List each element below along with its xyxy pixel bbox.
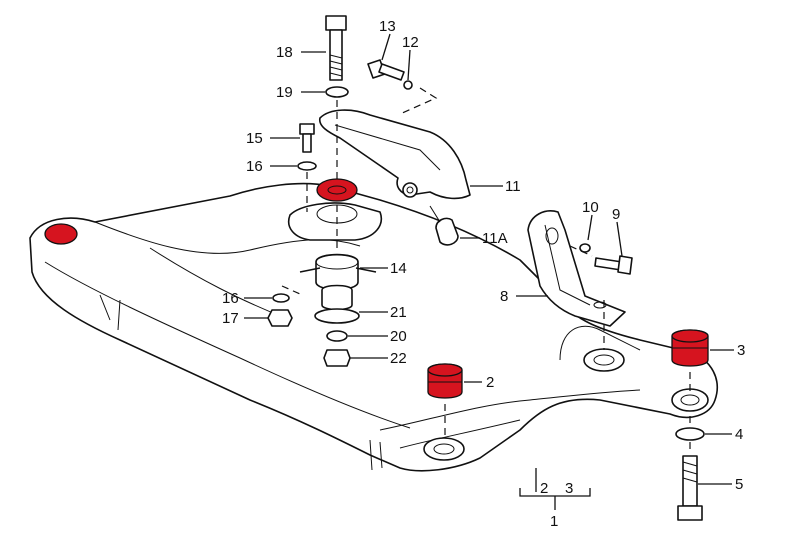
bolt-5	[677, 455, 703, 521]
washer-12	[403, 80, 413, 90]
nut-17	[267, 309, 293, 327]
bracket-bore	[402, 182, 418, 198]
subframe-socket-front	[423, 437, 465, 461]
callout-4: 4	[735, 426, 743, 443]
rubber-stop-11a	[435, 217, 459, 246]
bolt-9	[594, 255, 633, 275]
engine-mount-14	[288, 178, 382, 324]
callout-1-sub-3: 3	[565, 480, 573, 497]
callout-10: 10	[582, 199, 599, 216]
subframe-socket-mid	[583, 348, 625, 372]
callout-11: 11	[505, 178, 521, 195]
bolt-15	[299, 123, 315, 153]
subframe-socket-rear	[671, 388, 709, 412]
callout-20: 20	[390, 328, 407, 345]
washer-10	[579, 243, 591, 253]
callout-16-bottom: 16	[222, 290, 239, 307]
callout-17: 17	[222, 310, 239, 327]
callout-21: 21	[390, 304, 407, 321]
washer-4	[675, 427, 705, 441]
engine-bracket-11	[318, 109, 471, 246]
callout-15: 15	[246, 130, 263, 147]
subframe	[29, 182, 719, 472]
washer-16-bottom	[272, 293, 290, 303]
callout-18: 18	[276, 44, 293, 61]
callout-5: 5	[735, 476, 743, 493]
mount-21	[321, 284, 353, 311]
callout-8: 8	[500, 288, 508, 305]
washer-19	[325, 86, 349, 98]
callout-1: 1	[550, 513, 558, 530]
callout-14: 14	[390, 260, 407, 277]
callout-22: 22	[390, 350, 407, 367]
callout-2: 2	[486, 374, 494, 391]
washer-20	[326, 330, 348, 342]
bolt-18	[325, 15, 347, 81]
bushing-top-highlight	[316, 178, 358, 202]
callout-12: 12	[402, 34, 419, 51]
bushing-left-highlight	[44, 223, 78, 245]
bushing-2	[427, 363, 463, 399]
callout-13: 13	[379, 18, 396, 35]
bolt-13	[367, 59, 405, 81]
callout-19: 19	[276, 84, 293, 101]
nut-22	[323, 349, 351, 367]
callout-16-top: 16	[246, 158, 263, 175]
washer-21	[314, 308, 360, 324]
callout-9: 9	[612, 206, 620, 223]
bracket-8	[527, 210, 626, 327]
callout-1-sub-2: 2	[540, 480, 548, 497]
callout-11a: 11A	[482, 230, 508, 247]
bushing-3	[671, 329, 709, 367]
washer-16-top	[297, 161, 317, 171]
callout-3: 3	[737, 342, 745, 359]
